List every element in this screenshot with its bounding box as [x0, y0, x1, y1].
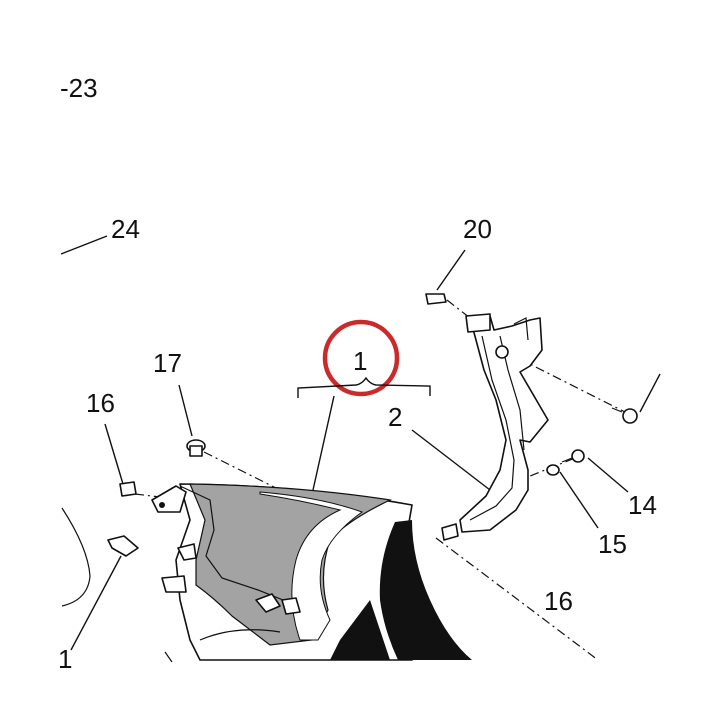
- axis-16-right: [435, 537, 599, 661]
- callout-23: -23: [60, 73, 98, 103]
- callout-16-right: 16: [544, 586, 573, 616]
- tab-hole-upper: [159, 502, 165, 508]
- callout-2-leader: [411, 429, 491, 491]
- callout-1-leader: [312, 395, 335, 491]
- screw-top-right: [611, 407, 638, 424]
- fairing-tab-mid: [177, 543, 197, 561]
- fairing-clip: [255, 593, 281, 613]
- fairing-tab-upper: [151, 485, 187, 513]
- clip-16-right: [441, 523, 459, 541]
- bracket-part-2: [459, 313, 549, 533]
- callout-20: 20: [463, 214, 492, 244]
- fairing-tab-lower: [161, 575, 187, 593]
- callout-1-bracket: [297, 376, 431, 398]
- clip-bottom-left: [107, 535, 139, 557]
- callout-24-leader: [60, 235, 108, 255]
- clip-16-left: [119, 481, 137, 497]
- callout-1-bottom-leader: [70, 555, 122, 651]
- callout-1-bottom: 1: [58, 644, 72, 674]
- left-fairing-edge: [61, 507, 91, 607]
- callout-17: 17: [153, 348, 182, 378]
- screw-top-right-leader: [639, 373, 661, 413]
- axis-20: [446, 299, 471, 319]
- axis-17: [203, 451, 281, 491]
- callout-24: 24: [111, 214, 140, 244]
- washer-15: [546, 464, 560, 476]
- callout-17-leader: [178, 384, 193, 437]
- main-fairing-part: [175, 483, 472, 661]
- screw-14: [561, 449, 585, 463]
- callout-15: 15: [598, 529, 627, 559]
- clip-20: [425, 293, 447, 305]
- grommet-17: [186, 439, 206, 457]
- callout-15-leader: [559, 471, 599, 529]
- highlight-circle: [322, 319, 400, 397]
- callout-16-left: 16: [86, 388, 115, 418]
- callout-16-left-leader: [104, 423, 124, 485]
- callout-2: 2: [388, 402, 402, 432]
- callout-1: 1: [353, 346, 367, 376]
- callout-14-leader: [587, 457, 629, 493]
- fairing-clip-2: [281, 597, 301, 615]
- lower-fairing-tick: [164, 651, 173, 663]
- callout-20-leader: [436, 249, 466, 291]
- callout-14: 14: [628, 490, 657, 520]
